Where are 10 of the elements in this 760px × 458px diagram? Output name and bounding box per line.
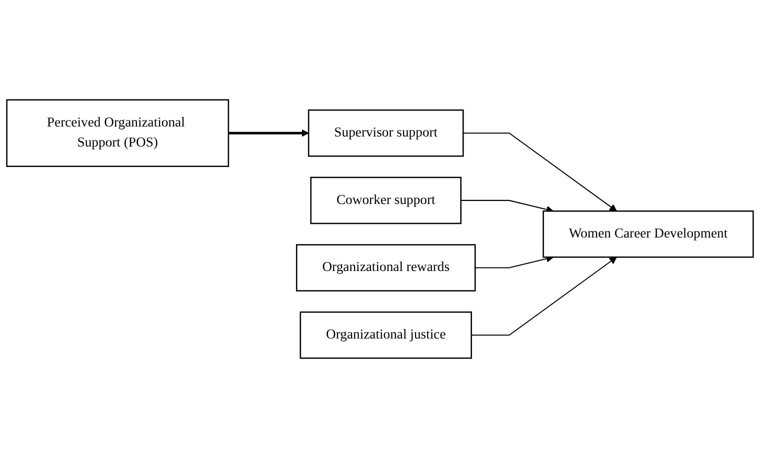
node-box: Organizational justice (300, 311, 472, 359)
node-box: Women Career Development (542, 210, 754, 258)
arrow (471, 256, 617, 336)
arrow (463, 132, 617, 212)
node-box: Supervisor support (308, 109, 464, 157)
node-box: Organizational rewards (296, 244, 476, 292)
node-box: Perceived Organizational Support (POS) (6, 99, 230, 167)
arrow (228, 129, 309, 137)
arrow (475, 255, 554, 268)
node-box: Coworker support (310, 176, 462, 224)
